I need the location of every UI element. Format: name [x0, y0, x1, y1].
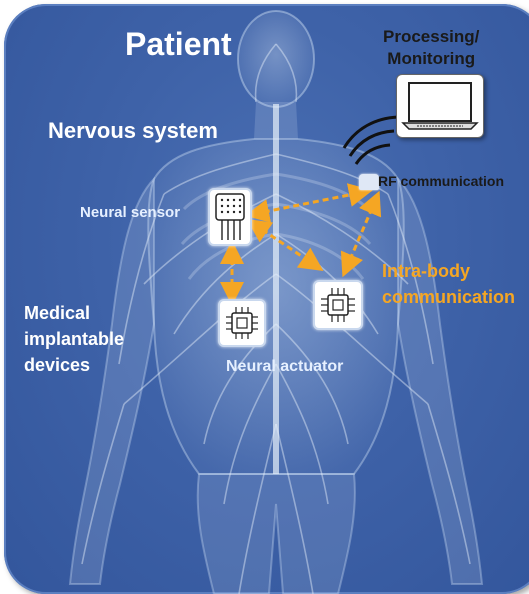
intra-body-label: Intra-body communication [382, 258, 515, 310]
neural-sensor-label: Neural sensor [80, 204, 181, 221]
chip-icon [313, 280, 363, 330]
intra-body-label-line1: Intra-body [382, 261, 470, 281]
medical-implantable-devices-label: Medical implantable devices [24, 300, 124, 378]
neural-sensor-icon [208, 188, 252, 246]
laptop-icon [396, 74, 484, 138]
medical-label-line1: Medical [24, 303, 91, 323]
medical-label-line3: devices [24, 355, 91, 375]
rf-communication-label: RF communication [378, 173, 505, 189]
patient-label: Patient [125, 26, 232, 62]
chip-icon [218, 299, 266, 347]
intra-body-label-line2: communication [382, 287, 516, 307]
processing-label: Processing/ Monitoring [383, 26, 479, 70]
processing-label-line1: Processing/ [383, 27, 480, 46]
rf-waves-icon [342, 115, 399, 165]
nervous-system-label: Nervous system [48, 118, 218, 143]
antenna-transmitter-icon [359, 174, 379, 190]
neural-actuator-label: Neural actuator [226, 358, 344, 375]
medical-label-line2: implantable [24, 329, 125, 349]
double-arrow-icon [220, 183, 382, 306]
processing-label-line2: Monitoring [387, 49, 476, 68]
human-body-illustration [68, 10, 484, 594]
